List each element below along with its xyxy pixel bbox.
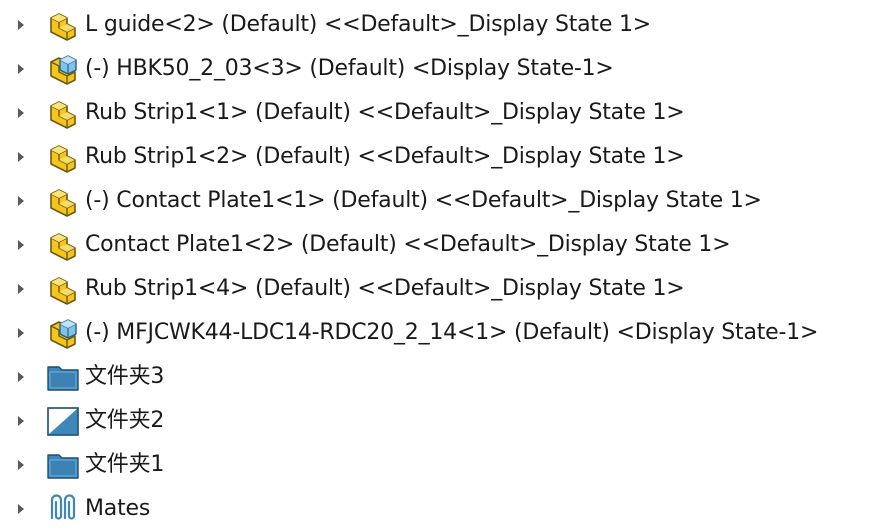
expand-arrow-icon[interactable]	[14, 18, 28, 32]
tree-item-mfjcwk44[interactable]: (-) MFJCWK44-LDC14-RDC20_2_14<1> (Defaul…	[0, 311, 873, 355]
folder-half-icon	[45, 403, 81, 439]
expand-arrow-icon[interactable]	[14, 62, 28, 76]
tree-item-rub-strip1-1[interactable]: Rub Strip1<1> (Default) <<Default>_Displ…	[0, 91, 873, 135]
tree-item-label: 文件夹2	[85, 408, 165, 433]
expand-arrow-icon[interactable]	[14, 150, 28, 164]
tree-item-label: L guide<2> (Default) <<Default>_Display …	[85, 12, 651, 37]
mates-icon	[45, 491, 81, 527]
part-icon	[45, 95, 81, 131]
folder-icon	[45, 359, 81, 395]
folder-icon	[45, 447, 81, 483]
tree-item-folder-3[interactable]: 文件夹3	[0, 355, 873, 399]
tree-item-contact-plate1-1[interactable]: (-) Contact Plate1<1> (Default) <<Defaul…	[0, 179, 873, 223]
tree-item-label: 文件夹1	[85, 452, 165, 477]
tree-item-folder-2[interactable]: 文件夹2	[0, 399, 873, 443]
expand-arrow-icon[interactable]	[14, 370, 28, 384]
expand-arrow-icon[interactable]	[14, 238, 28, 252]
tree-item-label: Rub Strip1<1> (Default) <<Default>_Displ…	[85, 100, 685, 125]
tree-item-folder-1[interactable]: 文件夹1	[0, 443, 873, 487]
tree-item-hbk50[interactable]: (-) HBK50_2_03<3> (Default) <Display Sta…	[0, 47, 873, 91]
part-icon	[45, 227, 81, 263]
assembly-icon	[45, 51, 81, 87]
tree-item-contact-plate1-2[interactable]: Contact Plate1<2> (Default) <<Default>_D…	[0, 223, 873, 267]
expand-arrow-icon[interactable]	[14, 326, 28, 340]
tree-item-label: 文件夹3	[85, 364, 165, 389]
tree-item-label: Mates	[85, 496, 151, 521]
part-icon	[45, 139, 81, 175]
tree-item-label: Contact Plate1<2> (Default) <<Default>_D…	[85, 232, 731, 257]
part-icon	[45, 183, 81, 219]
tree-item-label: Rub Strip1<2> (Default) <<Default>_Displ…	[85, 144, 685, 169]
tree-item-mates[interactable]: Mates	[0, 487, 873, 531]
tree-item-rub-strip1-2[interactable]: Rub Strip1<2> (Default) <<Default>_Displ…	[0, 135, 873, 179]
tree-item-label: Rub Strip1<4> (Default) <<Default>_Displ…	[85, 276, 685, 301]
tree-item-label: (-) Contact Plate1<1> (Default) <<Defaul…	[85, 188, 762, 213]
part-icon	[45, 271, 81, 307]
expand-arrow-icon[interactable]	[14, 502, 28, 516]
part-icon	[45, 7, 81, 43]
expand-arrow-icon[interactable]	[14, 282, 28, 296]
tree-item-label: (-) HBK50_2_03<3> (Default) <Display Sta…	[85, 56, 614, 81]
assembly-icon	[45, 315, 81, 351]
tree-item-label: (-) MFJCWK44-LDC14-RDC20_2_14<1> (Defaul…	[85, 320, 819, 345]
tree-item-rub-strip1-4[interactable]: Rub Strip1<4> (Default) <<Default>_Displ…	[0, 267, 873, 311]
tree-item-l-guide-2[interactable]: L guide<2> (Default) <<Default>_Display …	[0, 3, 873, 47]
expand-arrow-icon[interactable]	[14, 414, 28, 428]
expand-arrow-icon[interactable]	[14, 458, 28, 472]
expand-arrow-icon[interactable]	[14, 194, 28, 208]
expand-arrow-icon[interactable]	[14, 106, 28, 120]
